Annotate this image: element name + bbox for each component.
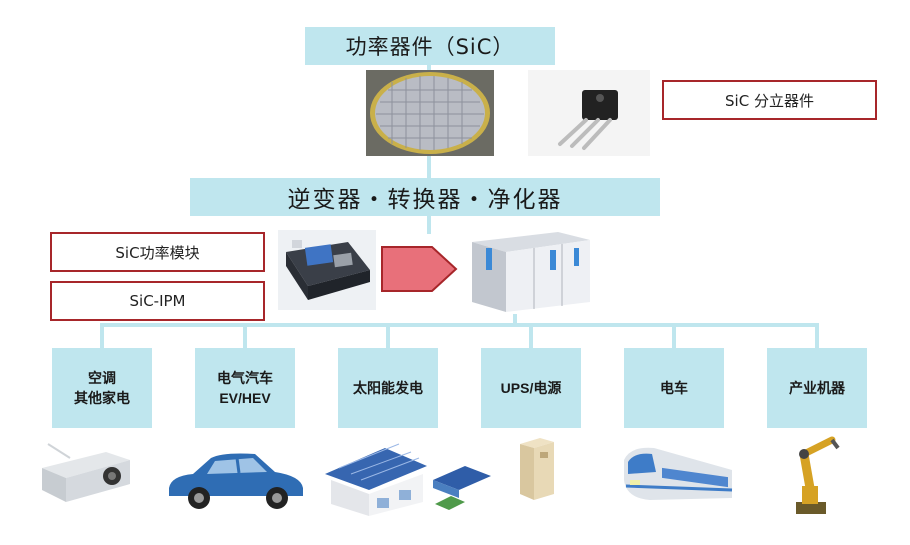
app-electric-vehicle: 电气汽车 EV/HEV bbox=[195, 348, 295, 428]
bus-drop-1 bbox=[100, 323, 104, 349]
power-module-image bbox=[278, 230, 376, 310]
connector-middle-to-module bbox=[427, 216, 431, 234]
sic-power-module-label: SiC功率模块 bbox=[50, 232, 265, 272]
app-ups-power-supply: UPS/电源 bbox=[481, 348, 581, 428]
right-arrow-icon bbox=[381, 246, 458, 292]
app-electric-train: 电车 bbox=[624, 348, 724, 428]
sic-discrete-transistor-image bbox=[528, 70, 650, 156]
inverter-cabinet-image bbox=[466, 226, 596, 314]
app-solar-power: 太阳能发电 bbox=[338, 348, 438, 428]
sic-ipm-label: SiC-IPM bbox=[50, 281, 265, 321]
train-icon bbox=[624, 447, 733, 500]
bus-drop-6 bbox=[815, 323, 819, 349]
bus-drop-3 bbox=[386, 323, 390, 349]
app-industrial-machinery: 产业机器 bbox=[767, 348, 867, 428]
air-conditioner-icon bbox=[42, 443, 130, 502]
sic-discrete-label: SiC 分立器件 bbox=[662, 80, 877, 120]
car-icon bbox=[169, 453, 303, 509]
inverter-converter-purifier-box: 逆变器・转换器・净化器 bbox=[190, 178, 660, 216]
bus-drop-5 bbox=[672, 323, 676, 349]
ups-cabinet-icon bbox=[520, 438, 554, 500]
power-device-title: 功率器件（SiC） bbox=[305, 27, 555, 65]
sic-wafer-image bbox=[366, 70, 494, 156]
robot-arm-icon bbox=[796, 436, 840, 514]
bus-drop-2 bbox=[243, 323, 247, 349]
horizontal-bus bbox=[100, 323, 818, 327]
app-home-appliances: 空调 其他家电 bbox=[52, 348, 152, 428]
bus-drop-4 bbox=[529, 323, 533, 349]
solar-house-icon bbox=[325, 443, 491, 516]
connector-module-to-bus bbox=[513, 312, 517, 326]
